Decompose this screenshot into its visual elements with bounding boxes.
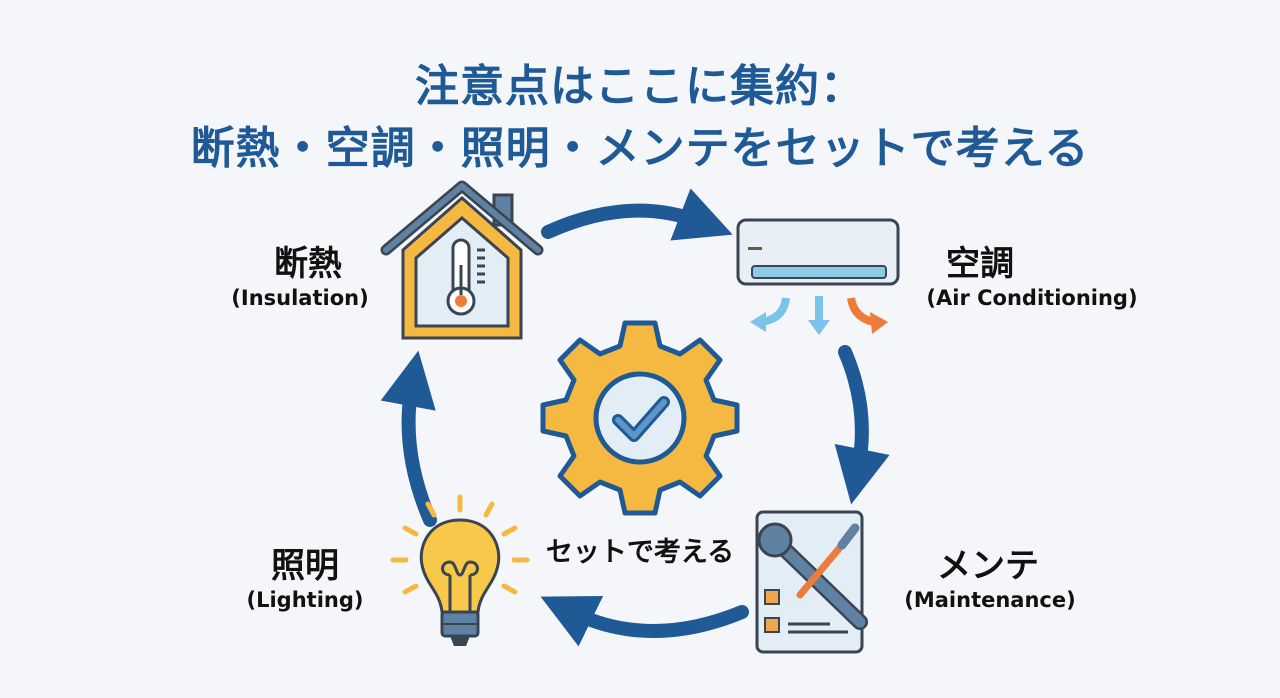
lighting-label-en: (Lighting) [246, 588, 364, 612]
title-line-2: 断熱・空調・照明・メンテをセットで考える [190, 123, 1090, 174]
arrow-lighting-to-insulation [380, 350, 437, 527]
insulation-label-en: (Insulation) [231, 286, 369, 310]
air-conditioning-label: 空調 [946, 244, 1014, 284]
center-label: セットで考える [545, 537, 735, 568]
arrow-ac-to-maintenance [834, 345, 890, 505]
wrench-screwdriver-checklist-icon [755, 510, 868, 654]
gear-check-icon [540, 320, 740, 516]
title-line-1: 注意点はここに集約： [415, 61, 865, 112]
air-conditioner-icon [736, 218, 900, 335]
house-thermometer-icon [380, 180, 544, 340]
maintenance-label: メンテ [937, 546, 1039, 586]
air-conditioning-label-en: (Air Conditioning) [926, 286, 1138, 310]
arrow-maintenance-to-lighting [540, 596, 749, 647]
arrow-insulation-to-ac [541, 188, 733, 241]
insulation-label: 断熱 [274, 244, 342, 284]
light-bulb-icon [390, 494, 530, 646]
lighting-label: 照明 [271, 546, 339, 586]
maintenance-label-en: (Maintenance) [904, 588, 1076, 612]
